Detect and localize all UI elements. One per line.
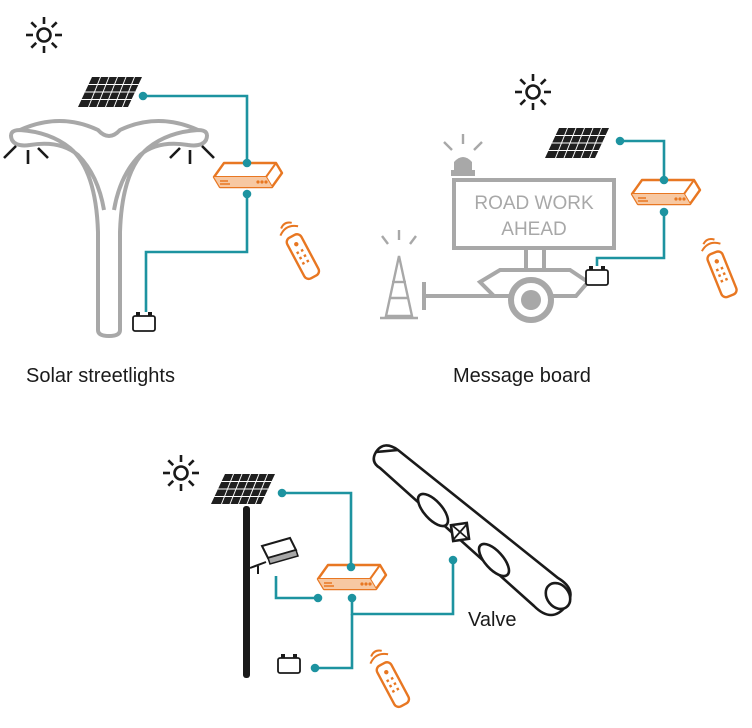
sun-icon [161,453,201,493]
sign-line-2: AHEAD [501,219,566,240]
wiring [595,136,669,266]
sun-icon [513,72,553,112]
wiring [138,91,252,312]
security-camera-icon [249,536,299,574]
traffic-cone-icon [380,230,418,320]
valve-icon [416,492,511,578]
trailer [422,248,591,310]
battery-icon [132,311,156,332]
caption-message-board: Message board [453,365,591,387]
caption-solar-streetlights: Solar streetlights [26,365,175,387]
remote-control-icon [697,234,742,301]
caption-valve: Valve [468,609,517,631]
streetlights-diagram [3,15,324,339]
message-board-sign [452,178,616,250]
battery-icon [277,653,301,674]
warning-beacon-icon [443,134,483,176]
camera-pole [243,506,250,678]
pipe [372,444,572,617]
solar-panel-icon [77,76,143,108]
remote-control-icon [365,645,414,711]
message-board-diagram: ROAD WORK AHEAD [380,72,742,323]
light-rays-icon [3,145,215,164]
remote-control-icon [275,217,324,283]
sun-icon [24,15,64,55]
solar-panel-icon [544,127,610,159]
battery-icon [585,265,609,286]
valve-diagram [161,444,572,711]
streetlight-pole [9,119,209,339]
solar-panel-icon [210,473,276,505]
wiring [274,488,458,673]
sign-line-1: ROAD WORK [474,193,594,214]
